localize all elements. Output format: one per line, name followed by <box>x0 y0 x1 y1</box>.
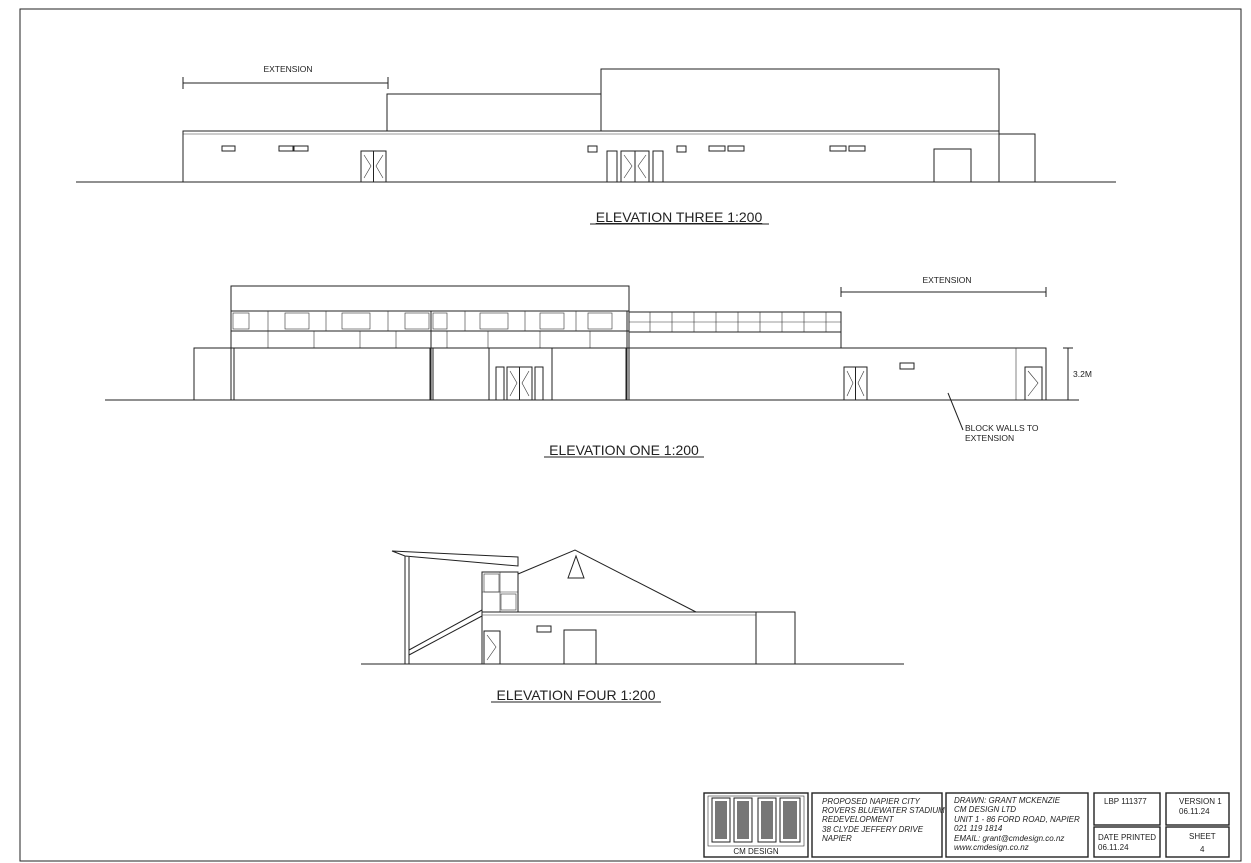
drafter-line: CM DESIGN LTD <box>954 805 1016 814</box>
drafter-line: EMAIL: grant@cmdesign.co.nz <box>954 834 1064 843</box>
project-line: ROVERS BLUEWATER STADIUM <box>822 806 945 815</box>
brick-wall-end <box>755 611 796 665</box>
extension-label: EXTENSION <box>263 64 312 74</box>
low-cladding-roof <box>386 93 602 132</box>
window <box>899 362 915 370</box>
drafter-line: www.cmdesign.co.nz <box>954 843 1029 852</box>
glazed-screen <box>628 311 842 333</box>
elevation-three: EXTENSION <box>76 64 1116 225</box>
stand-lower-cladding <box>233 347 431 401</box>
glazed-box <box>481 571 519 613</box>
height-label: 3.2M <box>1073 369 1092 379</box>
project-line: 38 CLYDE JEFFERY DRIVE <box>822 825 924 834</box>
logo-text: CM DESIGN <box>733 847 779 856</box>
window <box>848 145 866 152</box>
elevation-one: EXTENSION <box>105 275 1092 458</box>
roof-brace <box>408 609 483 651</box>
roller-door <box>933 148 972 183</box>
project-line: NAPIER <box>822 834 852 843</box>
stand-upper-panels <box>230 310 630 332</box>
sheet-number: 4 <box>1200 845 1205 854</box>
project-line: PROPOSED NAPIER CITY <box>822 797 920 806</box>
gable-roof <box>517 549 697 613</box>
double-door <box>843 366 868 401</box>
leader-line <box>947 392 964 431</box>
window <box>278 145 294 152</box>
high-cladding-roof <box>600 68 1000 132</box>
brick-wall-extension <box>628 347 1047 401</box>
window <box>727 145 745 152</box>
elevation-three-title: ELEVATION THREE 1:200 <box>596 209 763 225</box>
brick-wall-end <box>998 133 1036 183</box>
title-block: CM DESIGN PROPOSED NAPIER CITY ROVERS BL… <box>703 792 1230 858</box>
elevation-four: ELEVATION FOUR 1:200 <box>361 549 904 703</box>
single-door <box>483 630 501 665</box>
height-dimension: 3.2M <box>1063 347 1092 401</box>
cantilever-roof <box>391 550 519 567</box>
extension-dimension-one: EXTENSION <box>840 275 1047 297</box>
lbp-number: LBP 111377 <box>1104 797 1147 806</box>
window <box>536 625 552 633</box>
sheet-border <box>19 8 1242 862</box>
double-door <box>360 150 387 183</box>
elevation-one-title: ELEVATION ONE 1:200 <box>549 442 699 458</box>
stand-lower-cladding <box>432 347 490 401</box>
window <box>676 145 687 153</box>
window <box>829 145 847 152</box>
stand-lower-cladding <box>551 347 627 401</box>
company-logo: CM DESIGN <box>703 792 809 858</box>
drafter-line: 021 119 1814 <box>954 824 1003 833</box>
version-label: VERSION 1 <box>1179 797 1222 806</box>
block-walls-note: BLOCK WALLS TO <box>965 423 1039 433</box>
date-printed-box <box>1093 826 1161 858</box>
lbp-box <box>1093 792 1161 826</box>
brick-wall <box>182 130 1000 183</box>
version-box <box>1165 792 1230 826</box>
project-line: REDEVELOPMENT <box>822 815 895 824</box>
clerestory-band <box>230 330 630 349</box>
elevation-four-title: ELEVATION FOUR 1:200 <box>497 687 656 703</box>
block-walls-note: EXTENSION <box>965 433 1014 443</box>
window <box>587 145 598 153</box>
drafter-line: DRAWN: GRANT MCKENZIE <box>954 796 1061 805</box>
date-printed-label: DATE PRINTED <box>1098 833 1156 842</box>
window <box>708 145 726 152</box>
window <box>221 145 236 152</box>
brick-wall <box>481 611 757 665</box>
roller-door <box>563 629 597 665</box>
drafter-box <box>945 792 1089 858</box>
entrance-doors <box>495 366 544 401</box>
date-printed-value: 06.11.24 <box>1098 843 1129 852</box>
version-date: 06.11.24 <box>1179 807 1210 816</box>
project-box <box>811 792 943 858</box>
entrance-doors <box>606 150 664 183</box>
extension-dimension-three: EXTENSION <box>182 64 389 89</box>
sheet-box <box>1165 826 1230 858</box>
brick-wall <box>193 347 232 401</box>
stand-roof <box>230 285 630 312</box>
extension-label: EXTENSION <box>922 275 971 285</box>
gable-window <box>567 554 585 579</box>
drafter-line: UNIT 1 - 86 FORD ROAD, NAPIER <box>954 815 1080 824</box>
window <box>293 145 309 152</box>
sheet-label: SHEET <box>1189 832 1216 841</box>
single-door <box>1024 366 1043 401</box>
